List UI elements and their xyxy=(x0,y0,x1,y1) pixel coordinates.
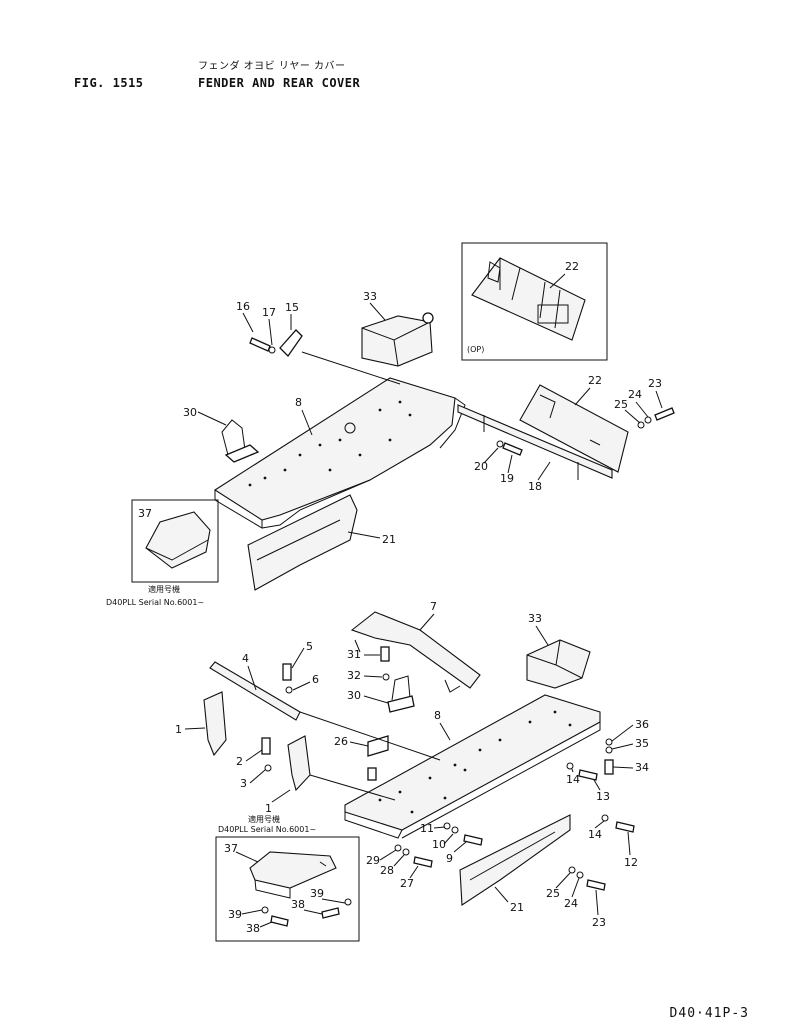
inset-op-label: (OP) xyxy=(467,345,484,354)
inset-upper-note: 適用号機 xyxy=(148,584,180,594)
callout-25: 25 xyxy=(614,398,628,411)
upper-fender-frame xyxy=(213,312,675,591)
callout-10: 10 xyxy=(432,838,446,851)
callout-7: 7 xyxy=(430,600,437,613)
callout-1b: 1 xyxy=(265,802,272,815)
callout-8-lower: 8 xyxy=(434,709,441,722)
callout-25-lower: 25 xyxy=(546,887,560,900)
callout-24-lower: 24 xyxy=(564,897,578,910)
callout-15: 15 xyxy=(285,301,299,314)
callout-22: 22 xyxy=(588,374,602,387)
callout-14: 14 xyxy=(566,773,580,786)
callout-8: 8 xyxy=(295,396,302,409)
callout-2: 2 xyxy=(236,755,243,768)
lower-frame-assembly xyxy=(203,611,635,906)
callout-3: 3 xyxy=(240,777,247,790)
callout-38b: 38 xyxy=(246,922,260,935)
lower-callouts: 7 33 5 6 4 31 32 30 8 36 35 34 1 2 3 26 … xyxy=(175,600,649,929)
callout-30-lower: 30 xyxy=(347,689,361,702)
callout-31: 31 xyxy=(347,648,361,661)
callout-12: 12 xyxy=(624,856,638,869)
page-footer-code: D40·41P-3 xyxy=(669,1006,749,1021)
callout-24: 24 xyxy=(628,388,642,401)
upper-callouts: 16 17 15 33 30 8 22 24 23 25 20 19 18 21 xyxy=(183,290,663,546)
callout-36: 36 xyxy=(635,718,649,731)
callout-34: 34 xyxy=(635,761,649,774)
callout-37-upper: 37 xyxy=(138,507,152,520)
callout-22-op: 22 xyxy=(565,260,579,273)
callout-37-lower: 37 xyxy=(224,842,238,855)
inset-lower-box: 適用号機 D40PLL Serial No.6001~ 37 39 38 39 … xyxy=(215,814,360,942)
callout-27: 27 xyxy=(400,877,414,890)
callout-33: 33 xyxy=(363,290,377,303)
callout-33-lower: 33 xyxy=(528,612,542,625)
figure-title: FENDER AND REAR COVER xyxy=(198,76,361,90)
callout-23: 23 xyxy=(648,377,662,390)
callout-4: 4 xyxy=(242,652,249,665)
callout-20: 20 xyxy=(474,460,488,473)
inset-lower-serial: D40PLL Serial No.6001~ xyxy=(218,825,316,834)
inset-op-box: 22 (OP) xyxy=(461,242,608,361)
callout-9: 9 xyxy=(446,852,453,865)
callout-19: 19 xyxy=(500,472,514,485)
callout-14b: 14 xyxy=(588,828,602,841)
callout-11: 11 xyxy=(420,822,434,835)
callout-21: 21 xyxy=(382,533,396,546)
callout-18: 18 xyxy=(528,480,542,493)
callout-28: 28 xyxy=(380,864,394,877)
callout-6: 6 xyxy=(312,673,319,686)
callout-39b: 39 xyxy=(228,908,242,921)
callout-16: 16 xyxy=(236,300,250,313)
callout-38a: 38 xyxy=(291,898,305,911)
callout-1: 1 xyxy=(175,723,182,736)
callout-26: 26 xyxy=(334,735,348,748)
callout-29: 29 xyxy=(366,854,380,867)
inset-upper-box: 37 適用号機 D40PLL Serial No.6001~ xyxy=(106,499,219,607)
callout-35: 35 xyxy=(635,737,649,750)
callout-23-lower: 23 xyxy=(592,916,606,929)
callout-17: 17 xyxy=(262,306,276,319)
callout-39a: 39 xyxy=(310,887,324,900)
figure-number: FIG. 1515 xyxy=(74,76,144,90)
figure-title-japanese: フェンダ オヨビ リヤー カバー xyxy=(198,61,346,72)
inset-lower-note: 適用号機 xyxy=(248,814,280,824)
callout-21-lower: 21 xyxy=(510,901,524,914)
callout-30: 30 xyxy=(183,406,197,419)
callout-13: 13 xyxy=(596,790,610,803)
callout-32: 32 xyxy=(347,669,361,682)
inset-upper-serial: D40PLL Serial No.6001~ xyxy=(106,598,204,607)
callout-5: 5 xyxy=(306,640,313,653)
